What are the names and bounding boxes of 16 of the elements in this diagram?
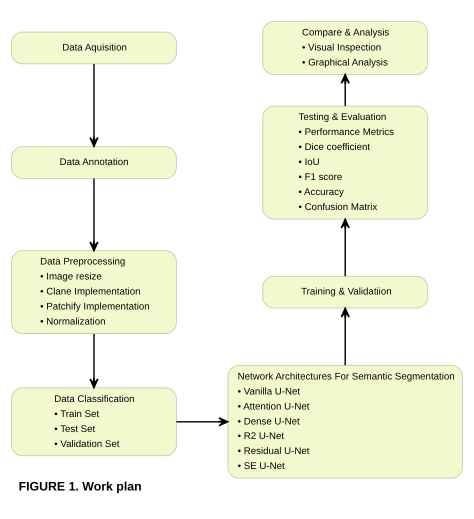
arrow [176, 416, 229, 426]
node-box: Testing & Evaluation • Performance Metrics • Dice coefficient • IoU • F1 score • Accuracy • Confusion Matrix [262, 105, 428, 219]
arrow [340, 307, 350, 365]
caption: FIGURE 1. Work plan [18, 479, 142, 494]
node-box: Compare & Analysis • Visual Inspection • Graphical Analysis [262, 20, 428, 74]
arrow [340, 218, 350, 276]
arrow [89, 178, 99, 251]
arrow [89, 333, 99, 388]
node-box: Data Preprocessing • Image resize • Clane Implementation • Patchify Implementation • Normalization [11, 250, 177, 334]
arrow [340, 73, 350, 106]
node-box: Data Aquisition [11, 31, 177, 64]
node-box: Data Classification • Train Set • Test Set • Validation Set [11, 386, 177, 456]
node-box: Network Architectures For Semantic Segmentation • Vanilla U-Net • Attention U-Net • Dense U-Net • R2 U-Net • Residual U-Net • SE U-Net [228, 364, 463, 478]
node-box: Data Annotation [11, 146, 177, 178]
node-box: Training & Validatiion [262, 275, 428, 308]
arrow [89, 64, 99, 147]
